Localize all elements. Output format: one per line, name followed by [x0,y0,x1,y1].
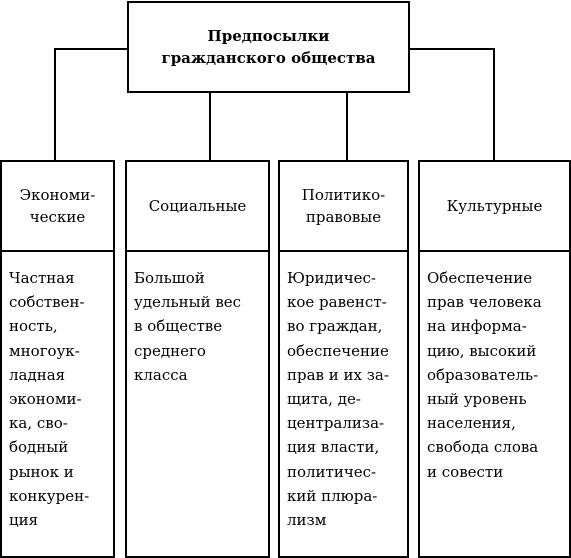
body-social: Большой удельный вес в обществе среднего… [125,250,270,558]
header-cultural-label: Культурные [446,197,543,215]
connector-cultural [409,48,495,161]
header-social-label: Социальные [148,197,247,215]
body-cultural: Обеспечение прав человека на информа- ци… [418,250,571,558]
header-economic-label: Экономи- ческие [19,186,96,226]
body-cultural-text: Обеспечение прав человека на информа- ци… [427,269,542,481]
body-economic-text: Частная собствен- ность, многоук- ладная… [9,269,90,530]
header-economic: Экономи- ческие [0,160,115,252]
body-political: Юридичес- кое равенст- во граждан, обесп… [278,250,409,558]
header-political-label: Политико- правовые [301,186,386,226]
connector-economic [54,48,128,161]
body-political-text: Юридичес- кое равенст- во граждан, обесп… [287,269,389,530]
header-cultural: Культурные [418,160,571,252]
body-social-text: Большой удельный вес в обществе среднего… [134,269,242,384]
header-social: Социальные [125,160,270,252]
root-title: Предпосылки гражданского общества [161,27,376,67]
root-box: Предпосылки гражданского общества [127,1,410,93]
header-political: Политико- правовые [278,160,409,252]
body-economic: Частная собствен- ность, многоук- ладная… [0,250,115,558]
